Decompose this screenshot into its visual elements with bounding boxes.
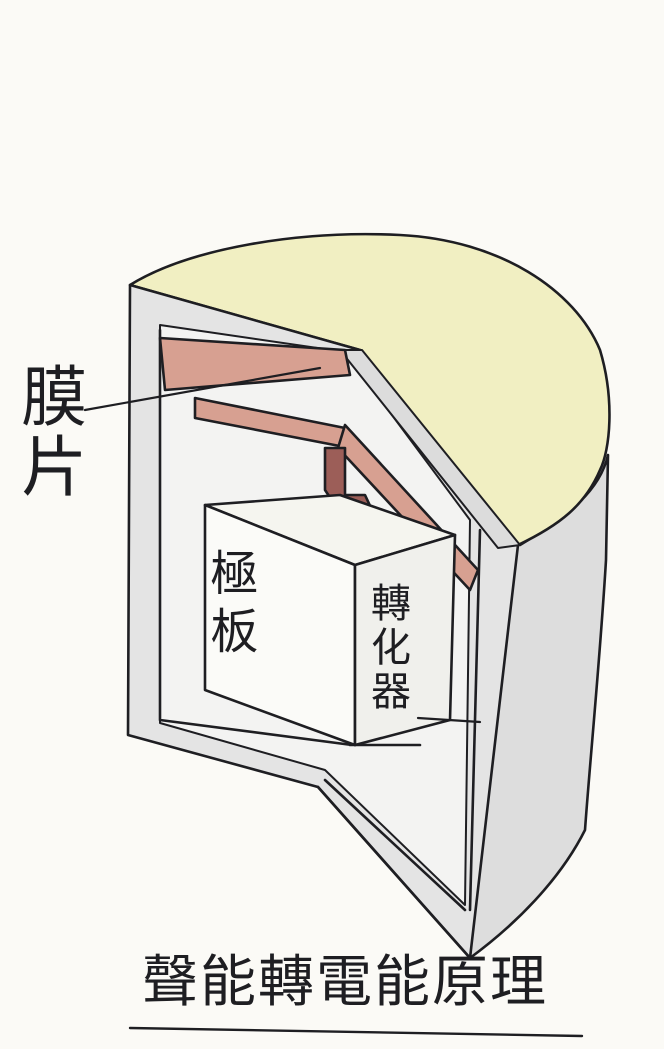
title-underline (128, 1026, 584, 1038)
diagonal-slab (339, 349, 521, 549)
housing-top-face (128, 232, 611, 547)
converter-leader-line (416, 716, 482, 724)
inner-wall-lines (158, 328, 482, 960)
membrane-upper (158, 336, 352, 392)
membrane-leader-line (83, 366, 322, 412)
electrode-cube-side (353, 533, 457, 747)
